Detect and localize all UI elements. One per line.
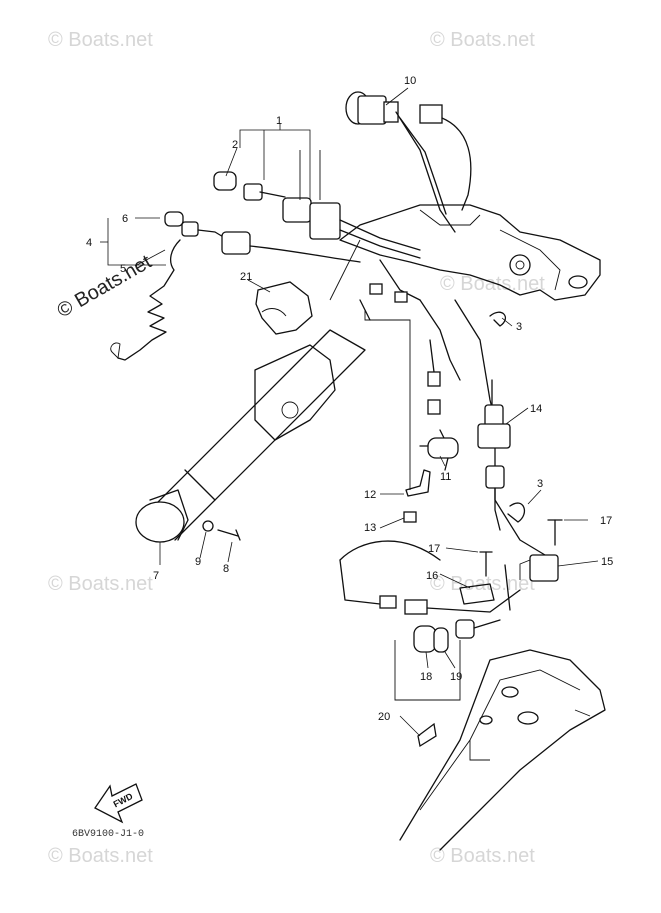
tiller-handle — [135, 329, 366, 543]
part-12-13-bracket — [403, 469, 431, 523]
watermark-side: © Boats.net — [54, 251, 156, 323]
callout-19: 19 — [450, 671, 462, 683]
callout-3b: 3 — [537, 478, 543, 490]
part-18-19-grommets — [413, 619, 501, 653]
part-3-clips — [489, 311, 526, 523]
callout-11: 11 — [440, 471, 451, 483]
diagram-code: 6BV9100-J1-0 — [72, 829, 144, 840]
callout-7: 7 — [153, 570, 159, 582]
watermark-mid-right: © Boats.net — [430, 573, 535, 595]
watermark-bottom-right: © Boats.net — [430, 845, 535, 867]
watermark-top-left: © Boats.net — [48, 29, 153, 51]
callout-16: 16 — [426, 570, 438, 582]
callout-10: 10 — [404, 75, 416, 87]
part-21-cover — [255, 281, 313, 335]
watermarks: © Boats.net © Boats.net © Boats.net © Bo… — [48, 29, 545, 867]
callout-14: 14 — [530, 403, 542, 415]
callout-17b: 17 — [428, 543, 440, 555]
callout-8: 8 — [223, 563, 229, 575]
part-4-stop-switch — [110, 211, 361, 361]
watermark-bottom-left: © Boats.net — [48, 845, 153, 867]
callout-4: 4 — [86, 237, 92, 249]
callout-20: 20 — [378, 711, 390, 723]
callout-13: 13 — [364, 522, 376, 534]
part-20-label — [417, 722, 437, 748]
callout-15: 15 — [601, 556, 613, 568]
callout-17a: 17 — [600, 515, 612, 527]
fwd-arrow: FWD — [94, 783, 143, 824]
part-14-connector — [477, 379, 511, 531]
wire-harness — [339, 259, 546, 615]
watermark-mid-left: © Boats.net — [48, 573, 153, 595]
steering-bracket-housing — [329, 204, 601, 301]
callout-6: 6 — [122, 213, 128, 225]
callout-2: 2 — [232, 139, 238, 151]
callout-3a: 3 — [516, 321, 522, 333]
callout-1: 1 — [276, 115, 282, 127]
watermark-top-right: © Boats.net — [430, 29, 535, 51]
watermark-upper-right: © Boats.net — [440, 273, 545, 295]
leader-lines — [100, 87, 599, 737]
callout-5: 5 — [120, 263, 126, 275]
callout-21: 21 — [240, 271, 252, 283]
bottom-cowling — [399, 649, 606, 851]
part-1-main-switch — [213, 171, 421, 259]
part-15-16-17 — [459, 519, 563, 611]
callout-9: 9 — [195, 556, 201, 568]
callout-18: 18 — [420, 671, 432, 683]
part-10-connector — [345, 91, 472, 233]
callout-12: 12 — [364, 489, 376, 501]
reference-lines — [299, 150, 461, 701]
part-11-relay — [419, 437, 459, 459]
callouts: 1 2 3 3 4 5 6 7 8 9 10 11 12 13 14 15 16… — [86, 75, 613, 723]
part-7-8-9 — [202, 520, 241, 541]
